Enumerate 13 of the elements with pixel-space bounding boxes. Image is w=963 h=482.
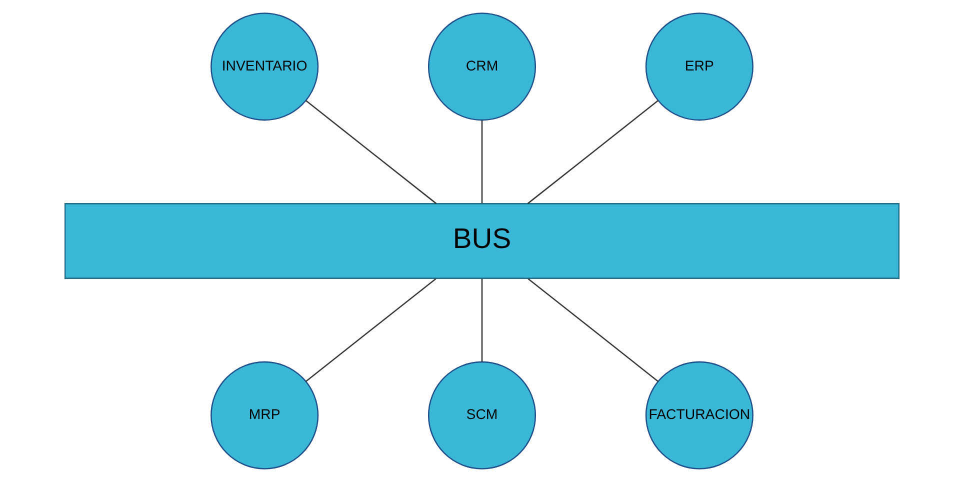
connector: [480, 278, 482, 362]
node-circle: SCM: [427, 361, 536, 470]
connector: [527, 278, 658, 382]
node-circle: INVENTARIO: [210, 12, 318, 121]
connector: [526, 100, 658, 204]
node-circle: CRM: [427, 12, 536, 121]
connector: [304, 278, 436, 382]
node-box: BUS: [64, 203, 899, 279]
node-circle: ERP: [644, 12, 753, 121]
connector: [480, 120, 482, 204]
node-circle: FACTURACION: [644, 361, 753, 470]
node-circle: MRP: [210, 361, 318, 470]
connector: [305, 100, 436, 204]
